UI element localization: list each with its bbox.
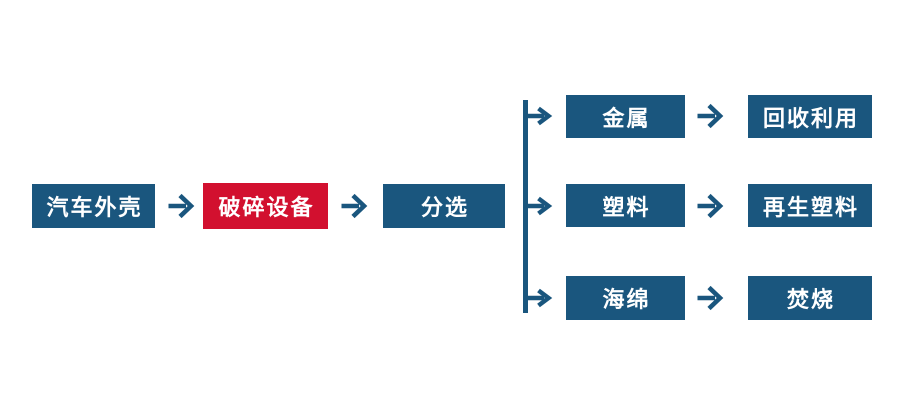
- node-crusher: 破碎设备: [203, 183, 328, 229]
- right-arrow-icon: [697, 285, 724, 311]
- node-sponge: 海绵: [566, 276, 685, 320]
- node-recycle: 回收利用: [748, 95, 872, 138]
- node-sorting: 分选: [383, 184, 505, 228]
- right-arrow-icon: [168, 193, 195, 219]
- right-arrow-icon: [341, 193, 368, 219]
- node-car-shell: 汽车外壳: [32, 184, 155, 228]
- node-incineration: 焚烧: [748, 276, 872, 320]
- node-metal: 金属: [566, 95, 685, 138]
- right-arrow-icon: [697, 193, 724, 219]
- right-arrow-icon: [697, 103, 724, 129]
- node-recycled-plastic: 再生塑料: [748, 184, 872, 227]
- node-plastic: 塑料: [566, 184, 685, 227]
- branch-trunk-arrows-icon: [523, 100, 553, 313]
